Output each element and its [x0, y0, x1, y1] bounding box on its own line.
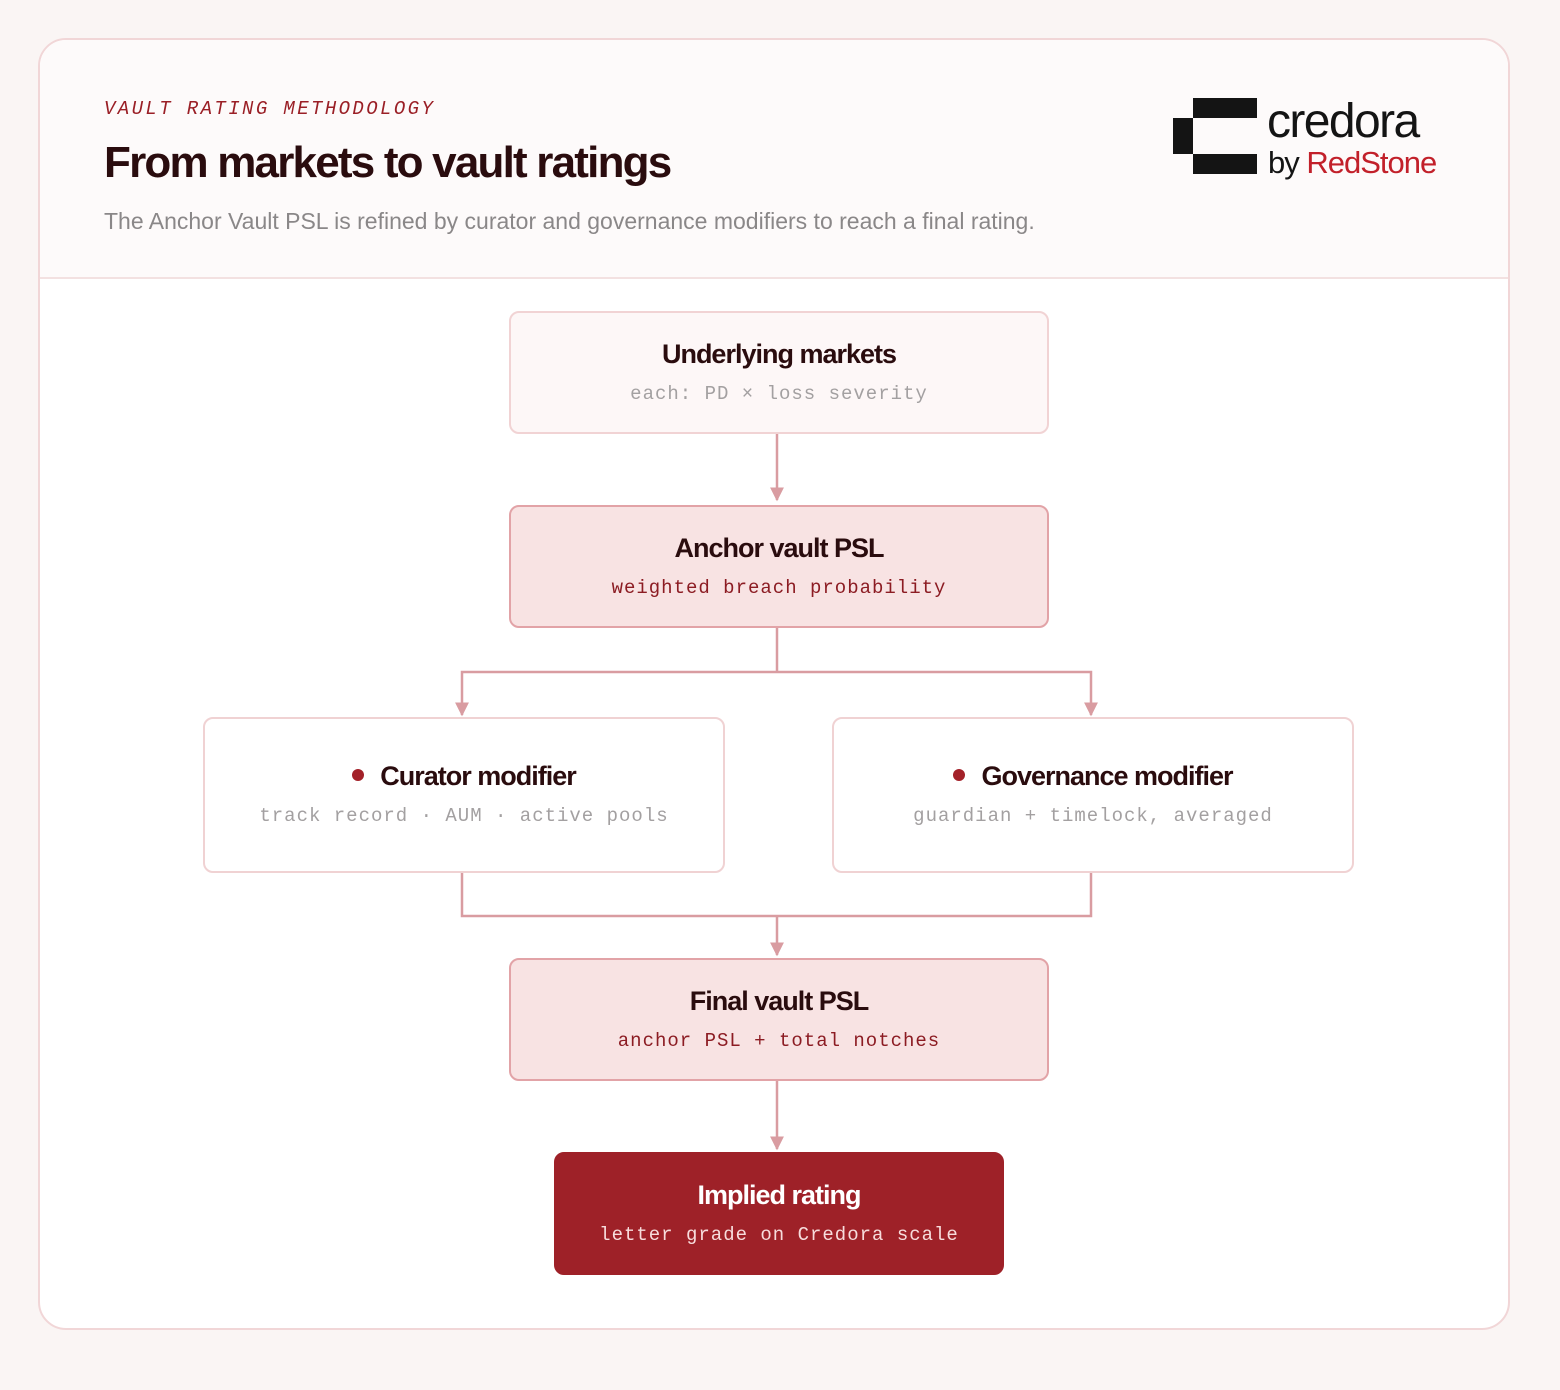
- node-title: Final vault PSL: [689, 986, 870, 1016]
- node-underlying-markets: Underlying markets each: PD × loss sever…: [509, 311, 1049, 434]
- connector-anchor-governance: [777, 670, 1098, 717]
- credora-logo-mark-icon: [1173, 98, 1257, 174]
- eyebrow-label: VAULT RATING METHODOLOGY: [104, 98, 436, 120]
- credora-logo: credora by RedStone: [1173, 96, 1463, 186]
- methodology-card: VAULT RATING METHODOLOGY From markets to…: [38, 38, 1510, 1330]
- node-subtitle: anchor PSL + total notches: [617, 1030, 941, 1052]
- node-title: Implied rating: [697, 1180, 861, 1210]
- node-subtitle: track record · AUM · active pools: [259, 805, 669, 827]
- page-subtitle: The Anchor Vault PSL is refined by curat…: [104, 208, 1035, 234]
- node-title-row: Curator modifier: [205, 761, 723, 792]
- governance-bullet-icon: [953, 768, 966, 781]
- node-subtitle: letter grade on Credora scale: [599, 1224, 959, 1246]
- flow-connectors: [455, 433, 1098, 1151]
- node-subtitle: each: PD × loss severity: [630, 383, 928, 405]
- curator-bullet-icon: [352, 768, 365, 781]
- node-title: Underlying markets: [661, 339, 897, 369]
- node-title-row: Governance modifier: [834, 761, 1352, 792]
- node-final-vault-psl: Final vault PSL anchor PSL + total notch…: [509, 958, 1049, 1081]
- logo-by: by: [1268, 145, 1300, 180]
- logo-brand: RedStone: [1306, 145, 1437, 180]
- node-title: Anchor vault PSL: [674, 533, 884, 563]
- connector-anchor-curator: [455, 670, 777, 717]
- node-anchor-vault-psl: Anchor vault PSL weighted breach probabi…: [509, 505, 1049, 628]
- node-subtitle: weighted breach probability: [611, 577, 947, 599]
- logo-wordmark: credora: [1267, 95, 1420, 148]
- logo-byline: by RedStone: [1268, 145, 1437, 180]
- node-curator-modifier: Curator modifier track record · AUM · ac…: [203, 717, 725, 873]
- connector-modifiers-join: [460, 872, 1093, 918]
- node-title: Governance modifier: [981, 761, 1233, 791]
- page-title: From markets to vault ratings: [104, 138, 672, 187]
- header-band: VAULT RATING METHODOLOGY From markets to…: [40, 40, 1508, 279]
- node-title: Curator modifier: [380, 761, 577, 791]
- node-implied-rating: Implied rating letter grade on Credora s…: [554, 1152, 1004, 1275]
- node-governance-modifier: Governance modifier guardian + timelock,…: [832, 717, 1354, 873]
- node-subtitle: guardian + timelock, averaged: [913, 805, 1273, 827]
